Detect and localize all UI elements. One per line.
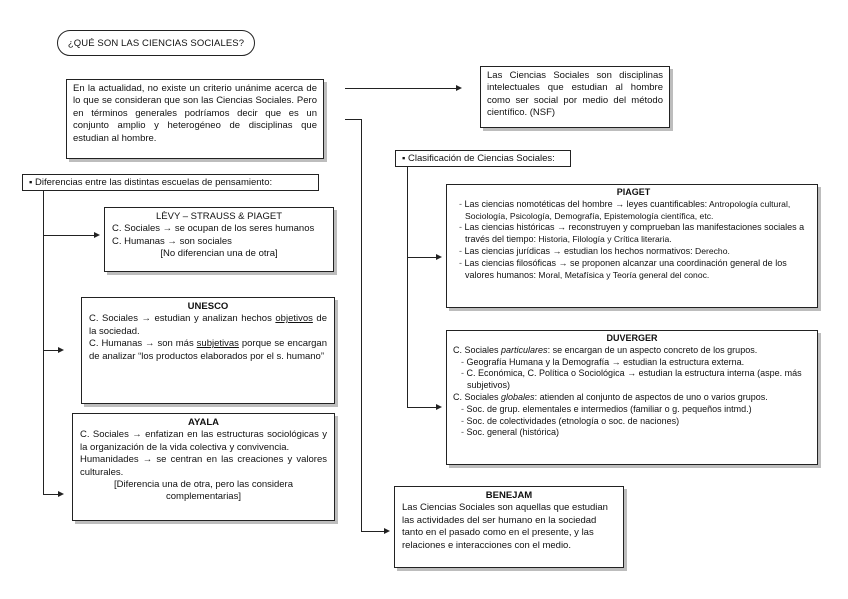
- unesco-box: UNESCO C. Sociales → estudian y analizan…: [81, 297, 335, 404]
- definition-box: Las Ciencias Sociales son disciplinas in…: [480, 66, 670, 128]
- arrow-head: [384, 528, 390, 534]
- levy-strauss-box: LÈVY – STRAUSS & PIAGET C. Sociales → se…: [104, 207, 334, 272]
- ayala-note: [Diferencia una de otra, pero las consid…: [113, 479, 294, 503]
- piaget-item: - Las ciencias históricas → reconstruyen…: [457, 222, 810, 246]
- intro-box: En la actualidad, no existe un criterio …: [66, 79, 324, 159]
- duverger-globales: C. Sociales globales: atienden al conjun…: [453, 391, 768, 402]
- duverger-item: - Soc. de colectividades (etnología o so…: [453, 416, 811, 428]
- piaget-item-body: Antropología cultural, Sociología, Psico…: [465, 198, 791, 221]
- duverger-item: - Geografía Humana y la Demografía → est…: [453, 357, 811, 369]
- duverger-item-text: Soc. de grup. elementales e intermedios …: [466, 403, 752, 414]
- duverger-particulares: C. Sociales particulares: se encargan de…: [453, 344, 758, 355]
- tree-line: [407, 407, 437, 408]
- arrow-head: [58, 347, 64, 353]
- duverger-item: - Soc. general (histórica): [453, 427, 811, 439]
- dash-icon: -: [461, 427, 467, 438]
- connector-line: [345, 119, 362, 120]
- duverger-title: DUVERGER: [606, 333, 658, 343]
- arrow-head: [456, 85, 462, 91]
- connector-line: [361, 119, 362, 531]
- ayala-title: AYALA: [188, 417, 219, 428]
- tree-line: [43, 350, 59, 351]
- arrow-head: [436, 404, 442, 410]
- duverger-item-text: Soc. general (histórica): [466, 427, 560, 438]
- ayala-box: AYALA C. Sociales → enfatizan en las est…: [72, 413, 335, 521]
- right-header-text: Clasificación de Ciencias Sociales:: [408, 153, 555, 164]
- duverger-item: - Soc. de grup. elementales e intermedio…: [453, 404, 811, 416]
- left-header-text: Diferencias entre las distintas escuelas…: [35, 177, 273, 188]
- tree-line: [43, 191, 44, 494]
- duverger-box: DUVERGER C. Sociales particulares: se en…: [446, 330, 818, 465]
- duverger-item-text: Soc. de colectividades (etnología o soc.…: [466, 415, 680, 426]
- dash-icon: -: [461, 356, 467, 367]
- connector-line: [361, 531, 385, 532]
- ayala-p1: C. Sociales → enfatizan en las estructur…: [80, 429, 327, 453]
- tree-line: [407, 167, 408, 407]
- arrow-head: [58, 491, 64, 497]
- piaget-item-head: Las ciencias jurídicas → estudian los he…: [464, 245, 693, 256]
- levy-title: LÈVY – STRAUSS & PIAGET: [155, 211, 282, 222]
- levy-line: C. Humanas → son sociales: [112, 235, 232, 247]
- tree-line: [43, 235, 95, 236]
- unesco-p1: C. Sociales → estudian y analizan hechos…: [89, 313, 327, 337]
- dash-icon: -: [459, 222, 465, 233]
- duverger-item: - C. Económica, C. Política o Sociológic…: [453, 368, 811, 392]
- piaget-item: - Las ciencias jurídicas → estudian los …: [457, 246, 810, 258]
- arrow-head: [436, 254, 442, 260]
- dash-icon: -: [461, 403, 467, 414]
- benejam-text: Las Ciencias Sociales son aquellas que e…: [402, 502, 608, 551]
- duverger-part-list: - Geografía Humana y la Demografía → est…: [453, 357, 811, 392]
- left-header: ▪ Diferencias entre las distintas escuel…: [22, 174, 319, 191]
- levy-note: [No diferencian una de otra]: [160, 248, 278, 260]
- piaget-item-body: Historia, Filología y Crítica literaria.: [536, 234, 672, 245]
- dash-icon: -: [459, 257, 465, 268]
- piaget-item-body: Moral, Metafísica y Teoría general del c…: [536, 269, 710, 280]
- piaget-item: - Las ciencias filosóficas → se proponen…: [457, 258, 810, 282]
- unesco-p2: C. Humanas → son más subjetivas porque s…: [89, 338, 327, 362]
- bullet-icon: ▪: [29, 177, 33, 188]
- benejam-box: BENEJAM Las Ciencias Sociales son aquell…: [394, 486, 624, 568]
- levy-line: C. Sociales → se ocupan de los seres hum…: [112, 223, 315, 235]
- dash-icon: -: [461, 415, 467, 426]
- piaget-list: - Las ciencias nomotéticas del hombre → …: [457, 199, 810, 282]
- right-header: ▪ Clasificación de Ciencias Sociales:: [395, 150, 571, 167]
- intro-text: En la actualidad, no existe un criterio …: [73, 83, 317, 144]
- connector-line: [345, 88, 457, 89]
- page-title: ¿QUÉ SON LAS CIENCIAS SOCIALES?: [57, 30, 255, 56]
- dash-icon: -: [459, 245, 465, 256]
- piaget-item-head: Las ciencias nomotéticas del hombre → le…: [464, 198, 708, 209]
- piaget-item-body: Derecho.: [692, 245, 730, 256]
- duverger-item-text: Geografía Humana y la Demografía → estud…: [466, 356, 745, 367]
- unesco-title: UNESCO: [187, 301, 229, 312]
- arrow-head: [94, 232, 100, 238]
- dash-icon: -: [459, 198, 465, 209]
- duverger-glob-list: - Soc. de grup. elementales e intermedio…: [453, 404, 811, 439]
- dash-icon: -: [461, 368, 467, 379]
- duverger-item-text: C. Económica, C. Política o Sociológica …: [466, 368, 802, 391]
- tree-line: [43, 494, 59, 495]
- piaget-item-head: Las ciencias históricas → reconstruyen y…: [464, 222, 805, 245]
- tree-line: [407, 257, 437, 258]
- benejam-title: BENEJAM: [485, 490, 533, 501]
- bullet-icon: ▪: [402, 153, 406, 164]
- piaget-title: PIAGET: [616, 187, 651, 197]
- piaget-item: - Las ciencias nomotéticas del hombre → …: [457, 199, 810, 223]
- definition-text: Las Ciencias Sociales son disciplinas in…: [487, 70, 663, 119]
- piaget-item-head: Las ciencias filosóficas → se proponen a…: [464, 257, 787, 280]
- ayala-p2: Humanidades → se centran en las creacion…: [80, 454, 327, 478]
- piaget-box: PIAGET - Las ciencias nomotéticas del ho…: [446, 184, 818, 308]
